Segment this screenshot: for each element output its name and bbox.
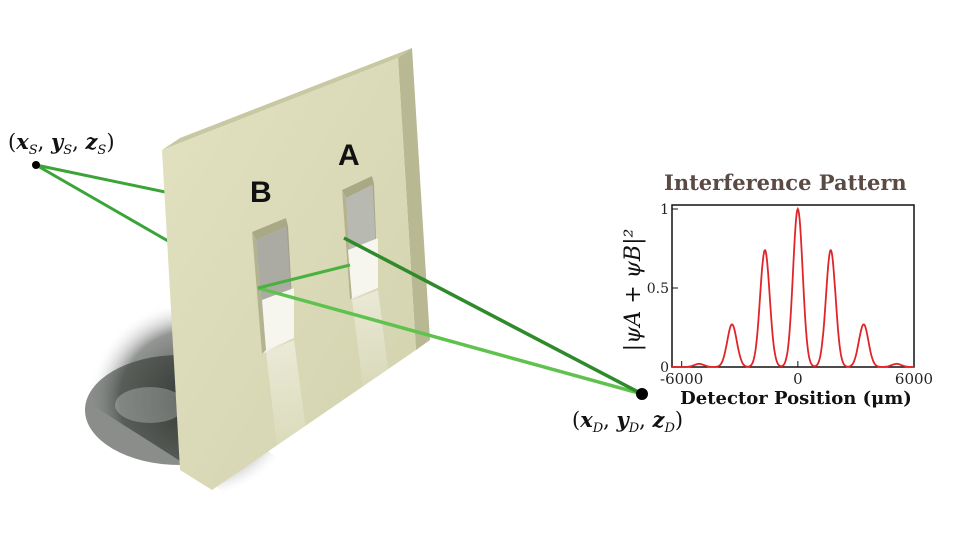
- screen-edge: [162, 48, 412, 150]
- x-tick-label: -6000: [660, 370, 703, 388]
- detector-point: [636, 388, 648, 400]
- slit-b-label: B: [250, 176, 272, 209]
- x-tick-label: 6000: [895, 370, 933, 388]
- screen-right-edge: [398, 48, 430, 350]
- x-axis-label: Detector Position (μm): [680, 388, 912, 409]
- chart-title: Interference Pattern: [664, 170, 907, 195]
- slit-b: [252, 218, 294, 354]
- y-axis-label: |ψA + ψB|²: [621, 229, 646, 352]
- source-point: [32, 161, 40, 169]
- slit-glow: [266, 290, 392, 472]
- incoming-beams: [35, 163, 176, 247]
- slit-a-label: A: [338, 139, 360, 172]
- y-tick-label: 0.5: [647, 281, 669, 297]
- y-tick-label: 1: [660, 202, 669, 218]
- plot-frame: [671, 204, 915, 368]
- interference-curve: [672, 206, 914, 368]
- source-coordinates-label: (xS, yS, zS): [8, 129, 115, 158]
- outgoing-beams: [257, 236, 643, 396]
- detector-coordinates-label: (xD, yD, zD): [572, 407, 683, 436]
- x-tick-label: 0: [793, 370, 803, 388]
- y-tick-label: 0: [660, 360, 669, 376]
